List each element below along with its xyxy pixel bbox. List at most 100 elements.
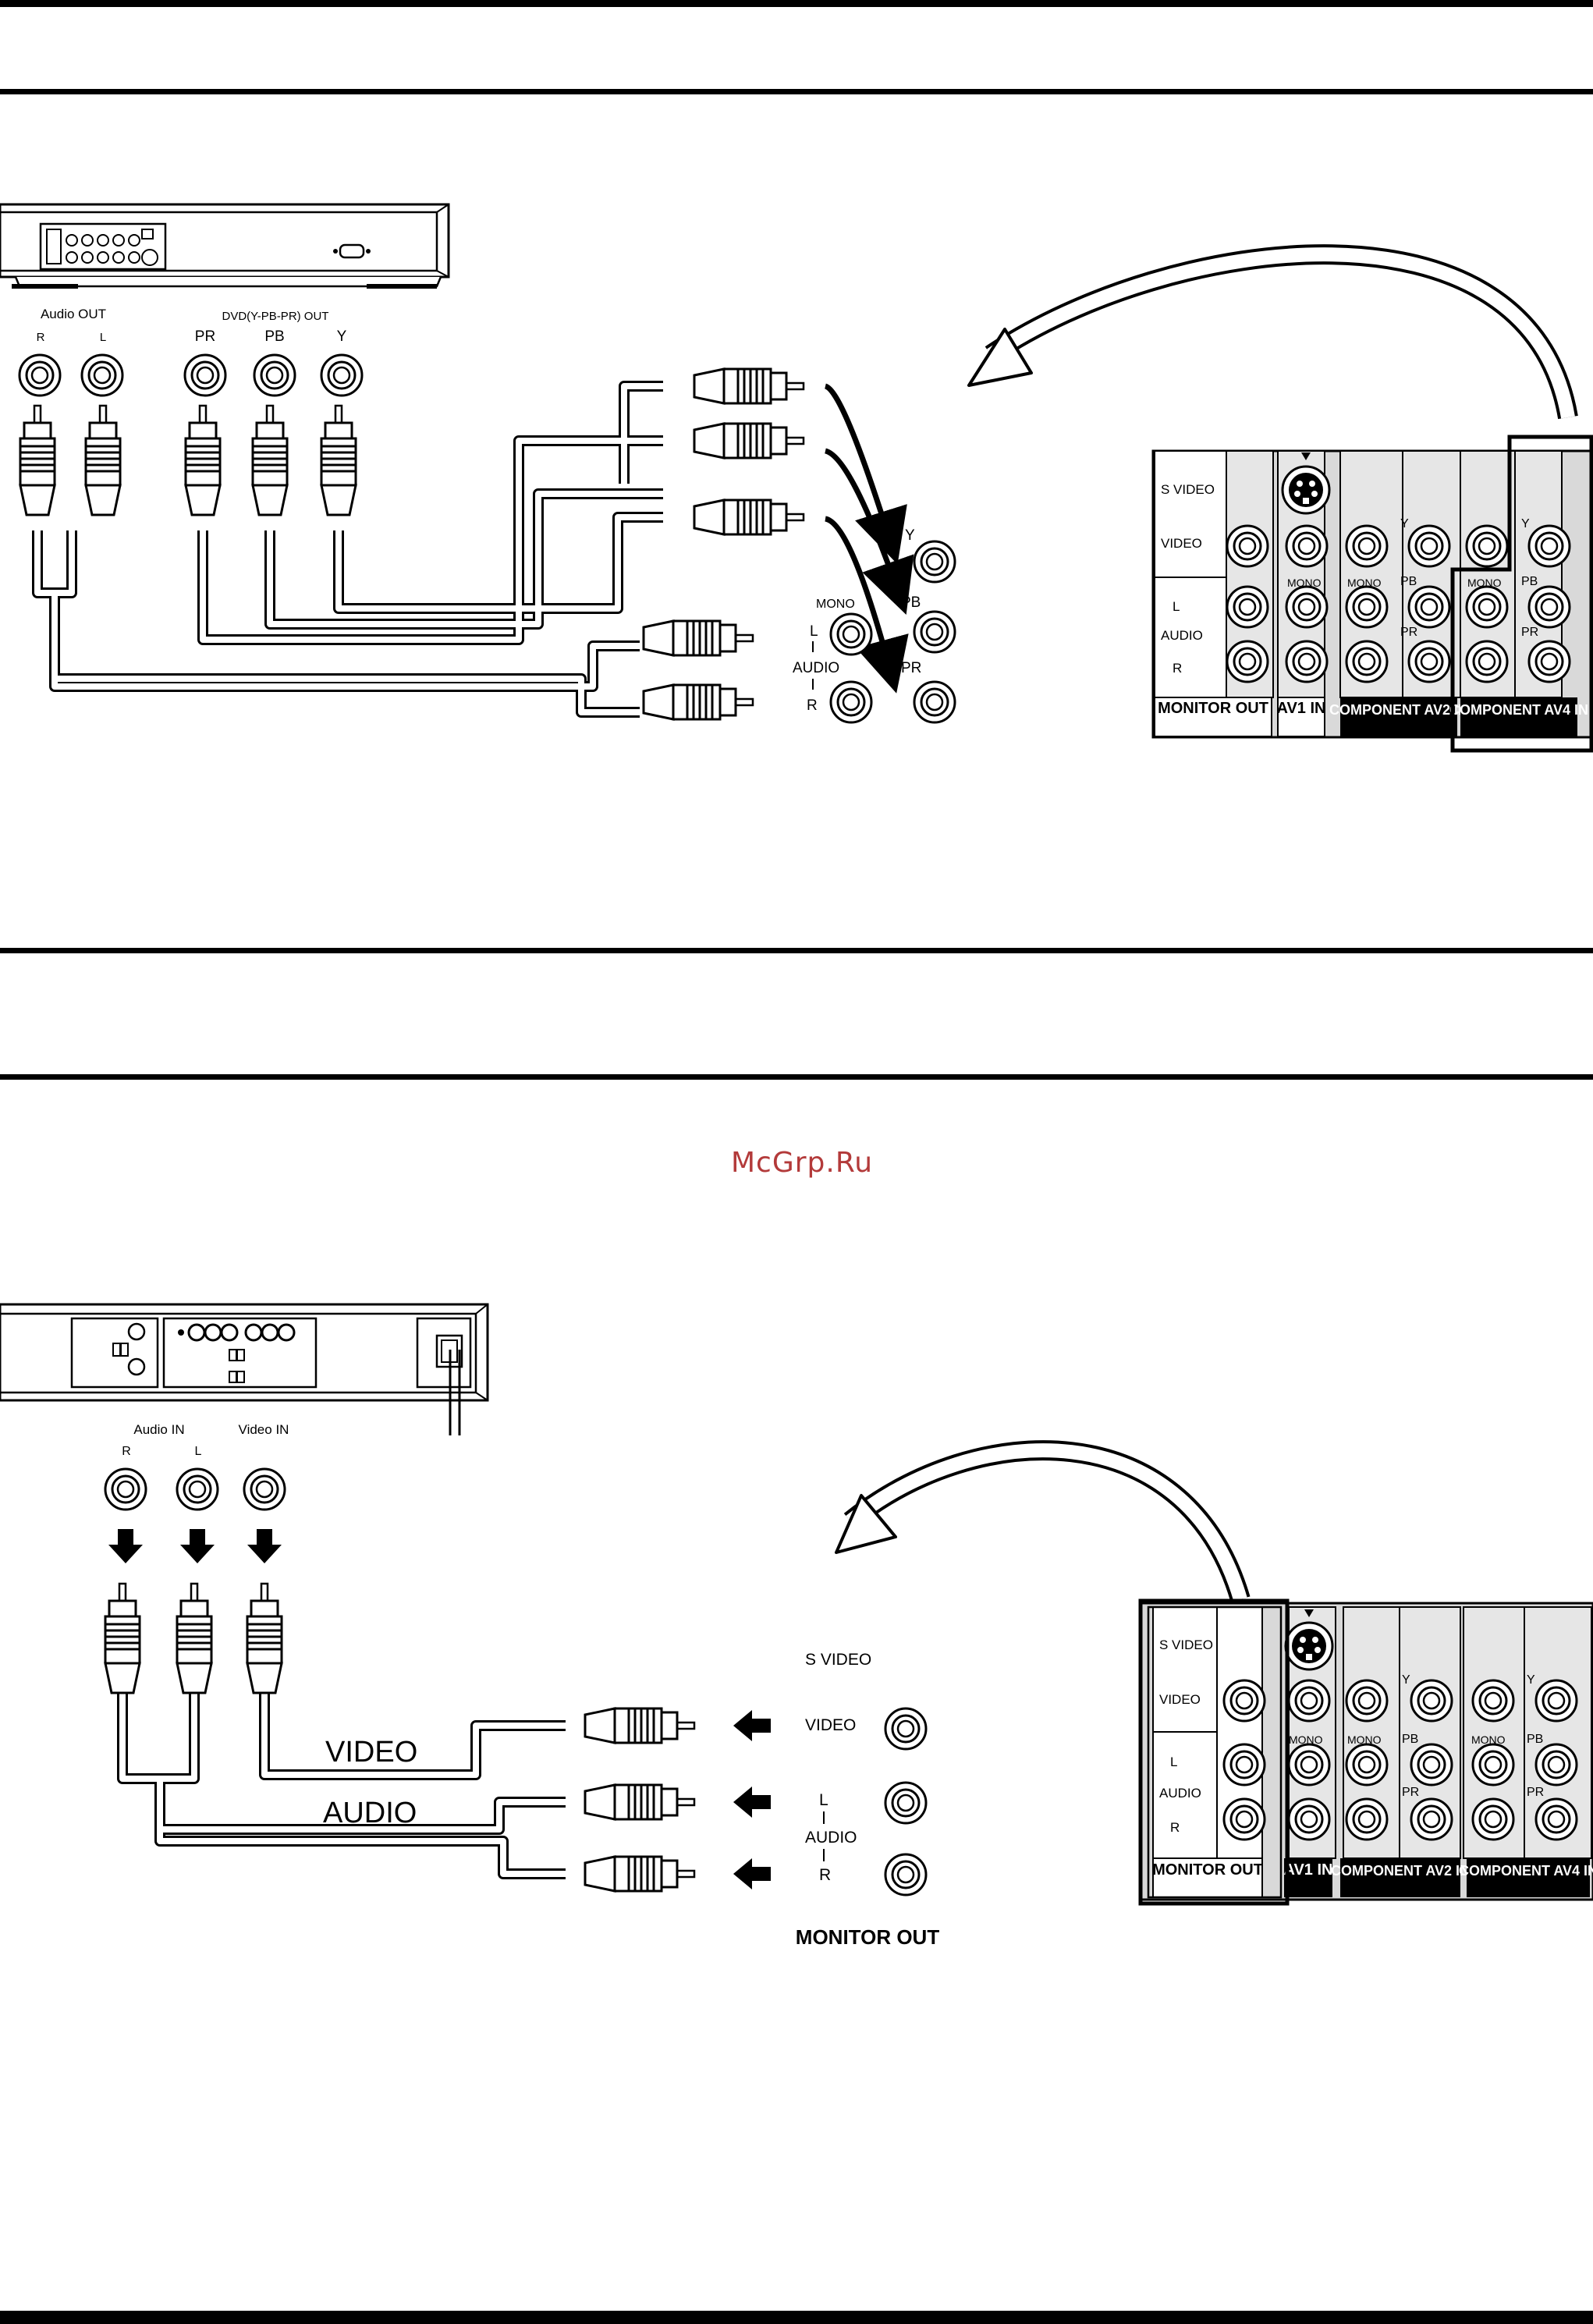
tv-bottom-av4-pr-jack[interactable] <box>1534 1797 1578 1841</box>
dvd-audio-r-jack[interactable] <box>18 353 62 397</box>
tv-audio-r-plug[interactable] <box>642 683 754 721</box>
tv-top-av2-y-jack[interactable] <box>1407 524 1451 568</box>
vcr-audio-l-jack[interactable] <box>176 1467 219 1511</box>
vcr-audio-r-plug[interactable] <box>104 1582 141 1694</box>
tv-bottom-av4-r-jack[interactable] <box>1471 1797 1515 1841</box>
monitor-audio-l-plug[interactable] <box>584 1783 696 1821</box>
tv-top-monitor-r-jack[interactable] <box>1226 640 1269 683</box>
tv-top-av4-pb-jack[interactable] <box>1527 585 1571 629</box>
tv-top-av1-video-jack[interactable] <box>1285 524 1329 568</box>
dvd-pb-plug[interactable] <box>251 404 289 516</box>
tv-bottom-av4-video-jack[interactable] <box>1471 1679 1515 1723</box>
tv-bottom-monitor-video-jack[interactable] <box>1222 1679 1266 1723</box>
tv-top-av2-l-jack[interactable] <box>1345 585 1389 629</box>
tv-top-av2-r-jack[interactable] <box>1345 640 1389 683</box>
tv-bottom-av2-l-jack[interactable] <box>1345 1743 1389 1786</box>
monitor-audio-r-plug[interactable] <box>584 1855 696 1893</box>
inset-video-label: VIDEO <box>805 1716 856 1734</box>
tv-y-plug[interactable] <box>693 367 805 405</box>
tv-top-av2-pb-jack[interactable] <box>1407 585 1451 629</box>
vcr-audio-l-arrow-icon <box>180 1529 215 1563</box>
inset-monitor-video-jack[interactable] <box>884 1707 928 1751</box>
tv-bottom-monitor-l-jack[interactable] <box>1222 1743 1266 1786</box>
vcr-audio-l-label: L <box>195 1445 202 1458</box>
monitor-video-plug[interactable] <box>584 1707 696 1744</box>
tv-top-av4-pr-jack[interactable] <box>1527 640 1571 683</box>
inset-r-label: R <box>807 697 818 714</box>
dvd-audio-l-jack[interactable] <box>80 353 124 397</box>
tv-top-monitor-video-jack[interactable] <box>1226 524 1269 568</box>
tv-bottom-av2-pr-label: PR <box>1402 1786 1419 1799</box>
tv-bottom-av2-r-jack[interactable] <box>1345 1797 1389 1841</box>
tv-top-av2-video-jack[interactable] <box>1345 524 1389 568</box>
tv-bottom-av4-l-jack[interactable] <box>1471 1743 1515 1786</box>
dvd-audio-r-plug[interactable] <box>19 404 56 516</box>
tv-audio-l-plug[interactable] <box>642 619 754 657</box>
tv-top-av1-r-jack[interactable] <box>1285 640 1329 683</box>
tv-top-svideo-label: S VIDEO <box>1161 482 1215 497</box>
tv-bottom-av4-pb-jack[interactable] <box>1534 1743 1578 1786</box>
tv-top-av2-pr-jack[interactable] <box>1407 640 1451 683</box>
dvd-audio-l-plug[interactable] <box>84 404 122 516</box>
inset-y-label: Y <box>905 527 915 544</box>
dvd-pr-plug[interactable] <box>184 404 222 516</box>
vcr-video-plug[interactable] <box>246 1582 283 1694</box>
tv-bottom-av4-pb-label: PB <box>1527 1733 1543 1746</box>
tv-bottom-av1-video-jack[interactable] <box>1287 1679 1331 1723</box>
tv-top-av4-mono-label: MONO <box>1467 577 1502 589</box>
watermark-text: McGrp.Ru <box>731 1147 873 1179</box>
tv-bottom-av1-svideo-jack[interactable] <box>1284 1621 1334 1671</box>
tv-bottom-av1-r-jack[interactable] <box>1287 1797 1331 1841</box>
tv-pr-plug[interactable] <box>693 499 805 536</box>
tv-top-video-label: VIDEO <box>1161 536 1202 551</box>
tv-bottom-av2-y-jack[interactable] <box>1410 1679 1453 1723</box>
inset-audio-label-bottom: AUDIO <box>805 1829 857 1847</box>
vcr-audio-r-label: R <box>122 1445 131 1458</box>
vcr-video-in-jack[interactable] <box>243 1467 286 1511</box>
tv-bottom-av4-pr-label: PR <box>1527 1786 1544 1799</box>
tv-top-av4-y-jack[interactable] <box>1527 524 1571 568</box>
inset-audio-r-jack[interactable] <box>829 680 873 724</box>
inset-pr-label: PR <box>901 660 921 676</box>
tv-top-av1-svideo-jack[interactable] <box>1281 465 1331 515</box>
tv-bottom-av2-video-jack[interactable] <box>1345 1679 1389 1723</box>
vcr-audio-l-plug[interactable] <box>176 1582 213 1694</box>
inset-pb-jack[interactable] <box>913 610 956 654</box>
vcr-audio-r-arrow-icon <box>108 1529 143 1563</box>
inset-r-label-bottom: R <box>819 1866 831 1884</box>
inset-monitor-l-jack[interactable] <box>884 1781 928 1825</box>
inset-pr-jack[interactable] <box>913 680 956 724</box>
tv-bottom-av4-y-jack[interactable] <box>1534 1679 1578 1723</box>
dvd-pb-jack[interactable] <box>253 353 296 397</box>
dvd-pr-jack[interactable] <box>183 353 227 397</box>
inset-l-label: L <box>810 623 818 640</box>
dvd-y-plug[interactable] <box>320 404 357 516</box>
tv-terminal-panel-bottom: S VIDEO VIDEO L AUDIO R MONO MONO Y PB P… <box>1138 1598 1593 1906</box>
tv-top-av4-r-jack[interactable] <box>1465 640 1509 683</box>
tv-top-av1-l-jack[interactable] <box>1285 585 1329 629</box>
audio-l-direction-arrow-icon <box>733 1786 771 1818</box>
tv-top-av2-label: COMPONENT AV2 IN <box>1329 702 1468 718</box>
tv-bottom-audio-label: AUDIO <box>1159 1786 1201 1801</box>
tv-pb-plug[interactable] <box>693 422 805 459</box>
tv-bottom-av2-pr-jack[interactable] <box>1410 1797 1453 1841</box>
tv-bottom-av1-l-jack[interactable] <box>1287 1743 1331 1786</box>
tv-terminal-panel-top: S VIDEO VIDEO L AUDIO R MONO MONO Y PB P… <box>1151 435 1593 753</box>
dvd-audio-l-label: L <box>100 331 106 344</box>
tv-bottom-av2-pb-jack[interactable] <box>1410 1743 1453 1786</box>
vcr-audio-r-jack[interactable] <box>104 1467 147 1511</box>
inset-y-jack[interactable] <box>913 540 956 584</box>
vcr-cables <box>117 1693 566 1879</box>
inset-audio-l-jack[interactable] <box>829 612 873 656</box>
dvd-connection-diagram: Audio OUT R L DVD(Y-PB-PR) OUT PR PB Y <box>0 203 1593 753</box>
dvd-y-jack[interactable] <box>320 353 364 397</box>
vcr-video-arrow-icon <box>247 1529 282 1563</box>
tv-bottom-monitor-r-jack[interactable] <box>1222 1797 1266 1841</box>
tv-top-av4-video-jack[interactable] <box>1465 524 1509 568</box>
audio-cable-label: AUDIO <box>323 1797 417 1829</box>
tv-top-monitor-l-jack[interactable] <box>1226 585 1269 629</box>
tv-top-av4-l-jack[interactable] <box>1465 585 1509 629</box>
inset-monitor-r-jack[interactable] <box>884 1853 928 1896</box>
tv-bottom-av4-mono-label: MONO <box>1471 1733 1506 1746</box>
